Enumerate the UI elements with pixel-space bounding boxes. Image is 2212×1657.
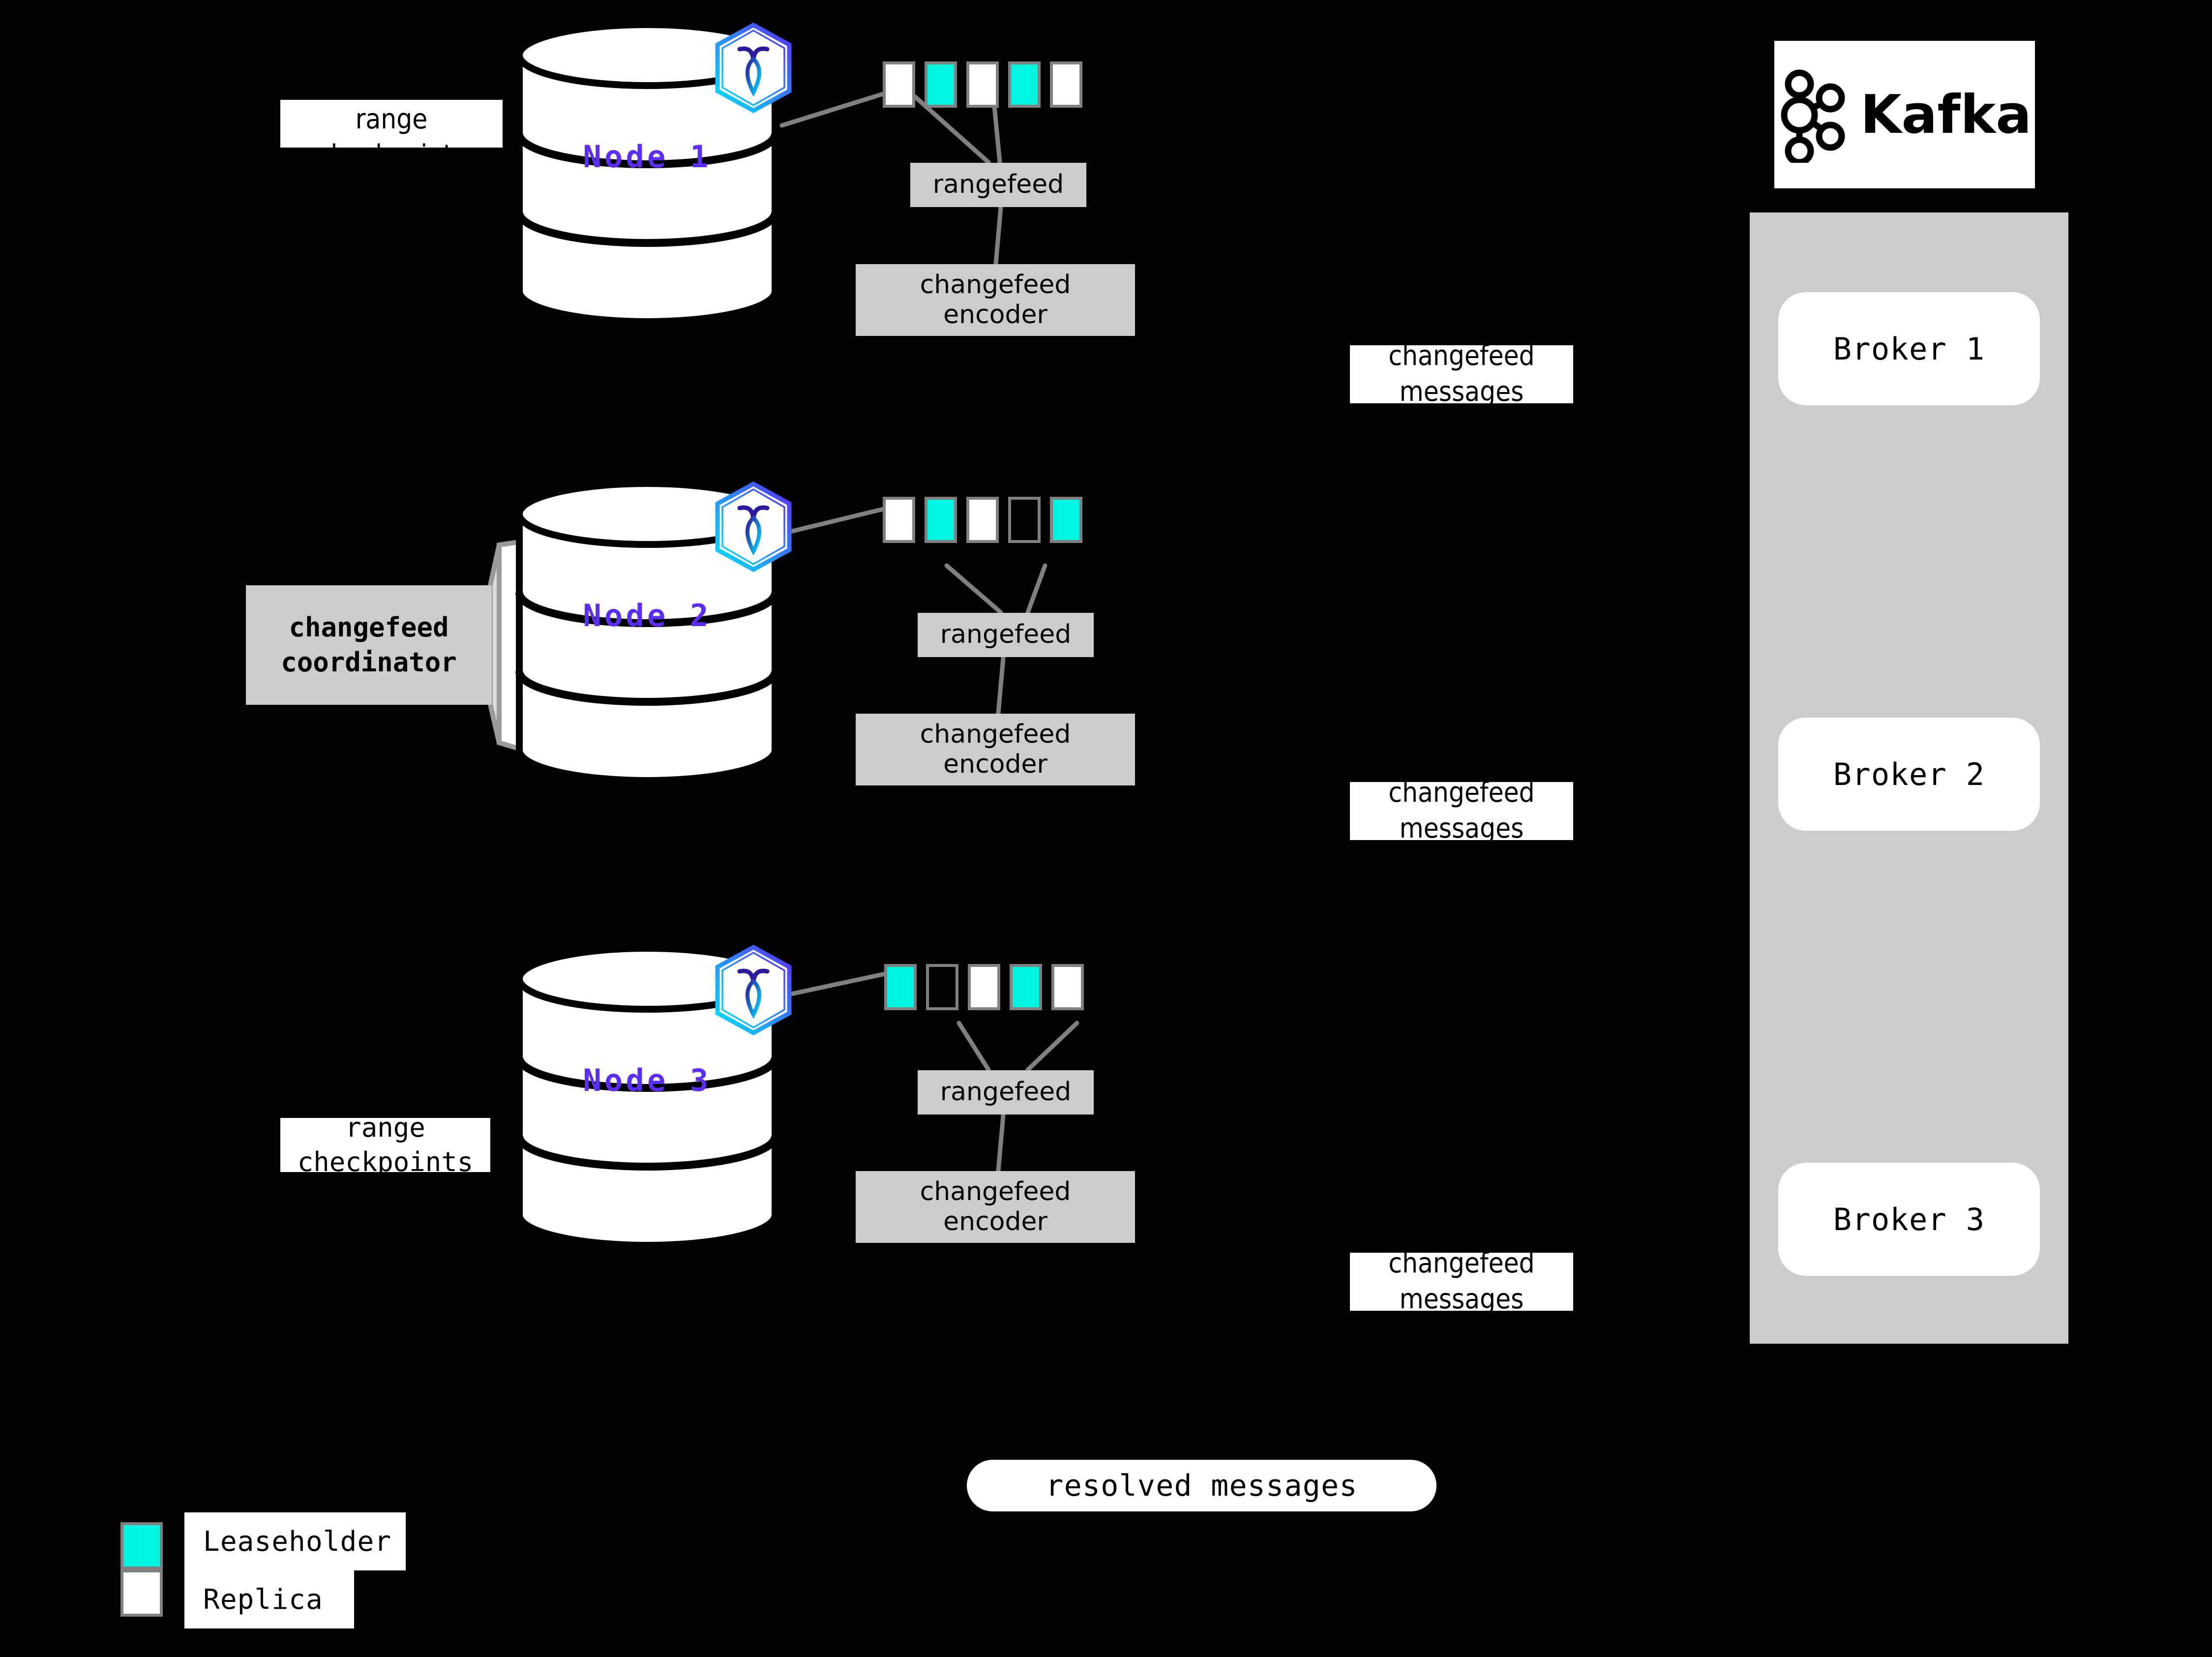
node-1-cylinder: Node 1 <box>514 21 780 326</box>
kafka-node-graph-icon <box>1778 64 1852 166</box>
legend-swatch-leaseholder <box>120 1522 163 1569</box>
range-leaseholder[interactable] <box>925 61 957 108</box>
broker-3[interactable]: Broker 3 <box>1778 1163 2040 1276</box>
node-2-rangefeed[interactable]: rangefeed <box>918 613 1094 657</box>
range-replica[interactable] <box>883 497 915 543</box>
changefeed-coordinator-label: changefeed coordinator <box>246 585 492 705</box>
node-3-ranges <box>884 964 1084 1010</box>
range-leaseholder[interactable] <box>925 497 957 543</box>
broker-2[interactable]: Broker 2 <box>1778 718 2040 831</box>
node-2-cylinder: Node 2 <box>514 480 780 784</box>
range-leaseholder[interactable] <box>1050 497 1082 543</box>
node-3-cylinder: Node 3 <box>514 944 780 1249</box>
legend-swatch-replica <box>120 1569 163 1617</box>
node-2-changefeed-encoder[interactable]: changefeed encoder <box>856 714 1135 785</box>
broker-1[interactable]: Broker 1 <box>1778 292 2040 405</box>
node-1-rangefeed[interactable]: rangefeed <box>910 163 1086 207</box>
node-1-changefeed-encoder[interactable]: changefeed encoder <box>856 264 1135 336</box>
node-1-ranges <box>883 61 1082 108</box>
range-empty[interactable] <box>926 964 958 1010</box>
cockroachdb-hexagon-icon <box>712 943 795 1037</box>
range-replica[interactable] <box>968 964 1000 1010</box>
cockroachdb-hexagon-icon <box>712 21 795 115</box>
range-leaseholder[interactable] <box>884 964 917 1010</box>
range-replica[interactable] <box>1050 61 1082 108</box>
range-replica[interactable] <box>966 497 999 543</box>
node-3-changefeed-encoder[interactable]: changefeed encoder <box>856 1171 1135 1243</box>
range-empty[interactable] <box>1008 497 1041 543</box>
range-replica[interactable] <box>966 61 999 108</box>
range-replica[interactable] <box>1051 964 1084 1010</box>
resolved-messages-pill[interactable]: resolved messages <box>967 1460 1436 1511</box>
range-leaseholder[interactable] <box>1008 61 1041 108</box>
changefeed-messages-label-2: changefeed messages <box>1350 777 1573 844</box>
legend-label-leaseholder: Leaseholder <box>184 1512 406 1570</box>
kafka-wordmark: Kafka <box>1860 84 2032 146</box>
node-1-range-checkpoints-label: range checkpoints <box>280 100 503 171</box>
range-replica[interactable] <box>883 61 915 108</box>
node-1-label: Node 1 <box>583 139 712 175</box>
changefeed-coordinator-banner: changefeed coordinator <box>246 536 521 757</box>
node-3-range-checkpoints-label: range checkpoints <box>280 1112 490 1177</box>
range-leaseholder[interactable] <box>1010 964 1042 1010</box>
changefeed-messages-label-3: changefeed messages <box>1350 1247 1573 1315</box>
legend-label-replica: Replica <box>184 1570 354 1628</box>
node-2-ranges <box>883 497 1082 543</box>
node-3-rangefeed[interactable]: rangefeed <box>918 1070 1094 1115</box>
kafka-logo: Kafka <box>1774 41 2035 188</box>
node-2-label: Node 2 <box>583 598 712 633</box>
cockroachdb-hexagon-icon <box>712 480 795 573</box>
changefeed-messages-label-1: changefeed messages <box>1350 340 1573 408</box>
node-3-label: Node 3 <box>583 1062 712 1098</box>
